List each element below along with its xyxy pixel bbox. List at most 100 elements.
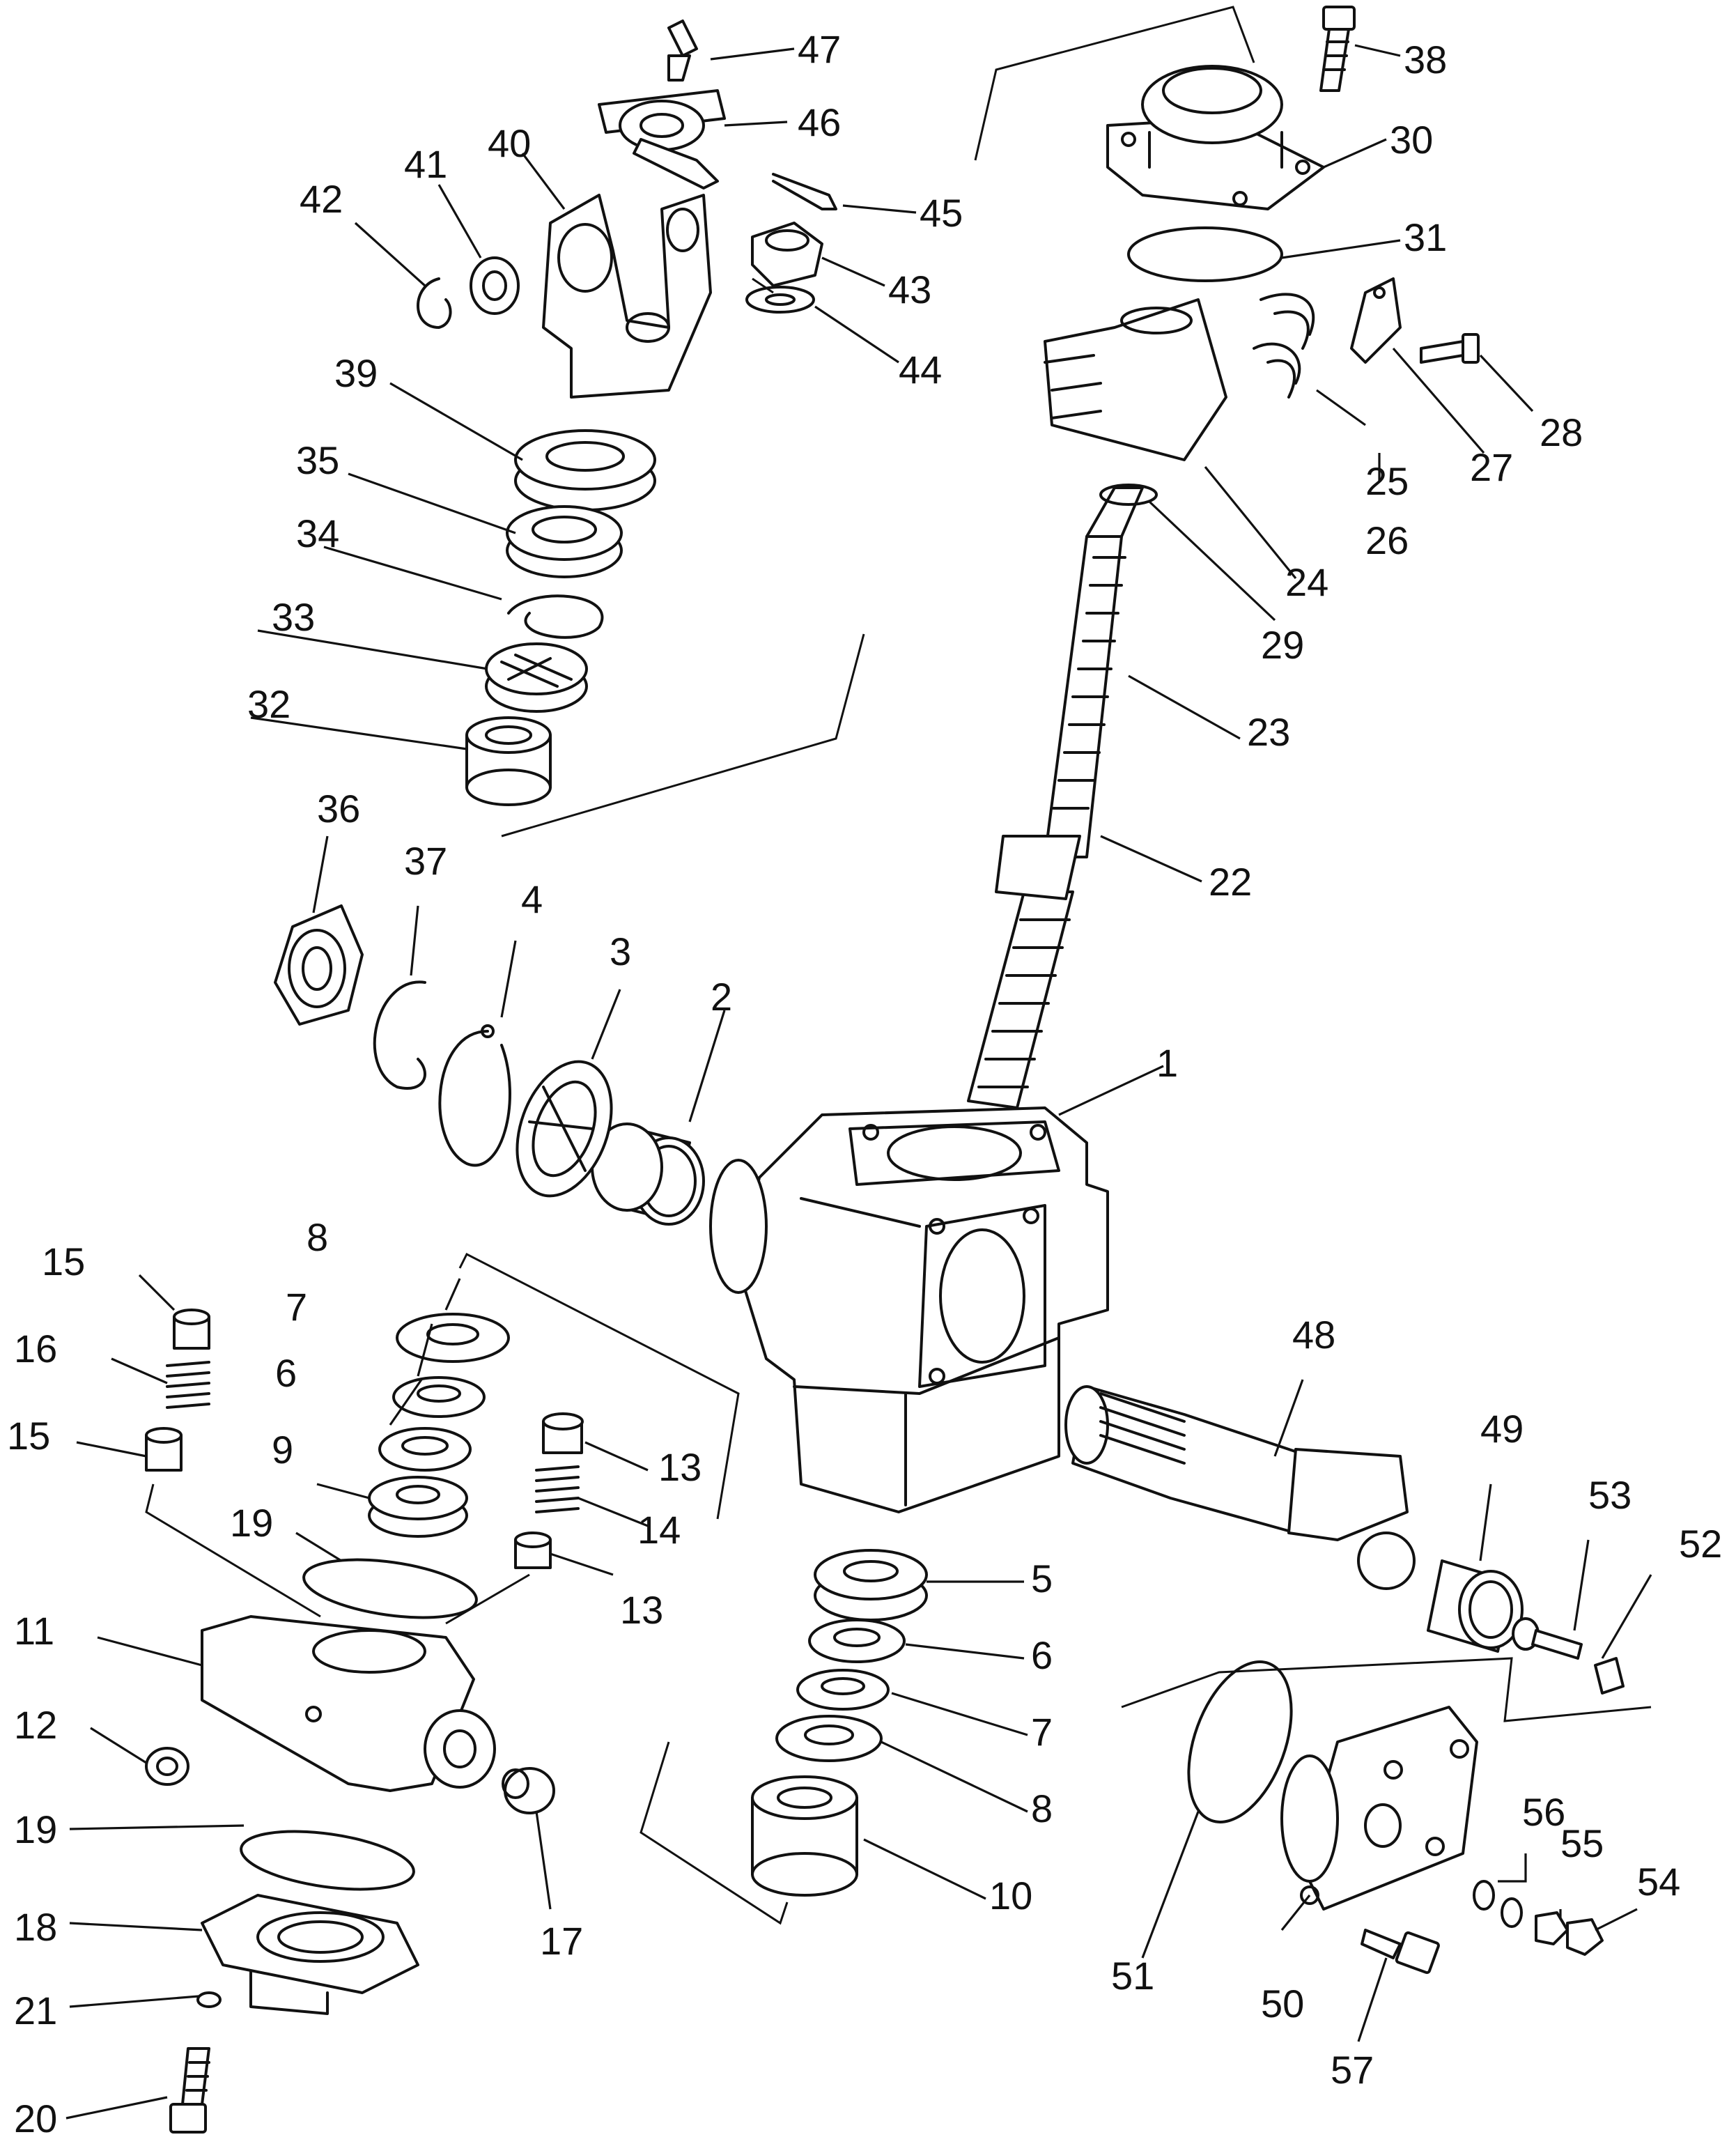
callout-8-lower: 8 — [1031, 1787, 1053, 1830]
callout-15-lower: 15 — [7, 1414, 50, 1458]
callout-7-upper: 7 — [286, 1285, 307, 1329]
callout-50: 50 — [1261, 1982, 1304, 2026]
part-50-cover — [1280, 1706, 1478, 1911]
part-7-washer-upper — [392, 1376, 486, 1418]
callout-21: 21 — [14, 1989, 57, 2032]
part-6-washer-upper — [378, 1427, 472, 1472]
callout-40: 40 — [488, 121, 531, 165]
callout-13-upper: 13 — [658, 1445, 702, 1489]
callout-35: 35 — [296, 438, 339, 482]
part-34-snap-ring — [507, 594, 604, 639]
part-12-plug — [145, 1747, 189, 1786]
callout-34: 34 — [296, 511, 339, 555]
part-15-plunger-lower — [145, 1427, 183, 1472]
callout-7-lower: 7 — [1031, 1710, 1053, 1754]
callout-52: 52 — [1679, 1522, 1722, 1566]
part-10-bushing — [751, 1775, 858, 1897]
callout-37: 37 — [404, 839, 447, 883]
group-bracket-middle — [458, 1252, 740, 1520]
part-48-sector-shaft — [1064, 1385, 1416, 1590]
part-56-washers — [1473, 1880, 1523, 1928]
part-37-circlip — [373, 980, 426, 1090]
part-33-bearing — [485, 642, 588, 713]
part-14-spring — [535, 1465, 580, 1513]
callout-32: 32 — [247, 682, 290, 726]
callout-54: 54 — [1637, 1860, 1680, 1904]
callout-44: 44 — [899, 348, 942, 392]
callout-10: 10 — [989, 1874, 1032, 1918]
part-42-snap-ring — [417, 277, 452, 329]
part-29-o-ring — [1099, 484, 1158, 506]
callout-12: 12 — [14, 1703, 57, 1747]
callout-11: 11 — [14, 1609, 54, 1653]
part-43-nut — [751, 222, 823, 287]
part-17-plug — [502, 1767, 555, 1814]
part-46-cross — [598, 89, 726, 190]
callout-14: 14 — [637, 1508, 681, 1552]
callout-1: 1 — [1156, 1041, 1178, 1085]
callout-28: 28 — [1540, 410, 1583, 454]
part-20-bolt — [169, 2047, 210, 2134]
group-bracket-top-right — [974, 6, 1255, 161]
callout-2: 2 — [711, 975, 732, 1019]
part-25-26-pipes — [1253, 293, 1315, 399]
callout-38: 38 — [1404, 38, 1447, 82]
callout-49: 49 — [1480, 1407, 1524, 1451]
callout-19-upper: 19 — [230, 1501, 273, 1545]
part-6-washer-lower — [808, 1619, 906, 1663]
callout-24: 24 — [1285, 560, 1328, 604]
callout-56: 56 — [1522, 1790, 1565, 1834]
callout-6-upper: 6 — [275, 1351, 297, 1395]
part-21-washer — [196, 1991, 222, 2008]
part-41-bushing — [470, 256, 520, 315]
callout-13-lower: 13 — [620, 1588, 663, 1632]
callout-19-lower: 19 — [14, 1807, 57, 1851]
callout-6-lower: 6 — [1031, 1633, 1053, 1677]
part-16-spring — [166, 1361, 210, 1409]
callout-17: 17 — [540, 1919, 583, 1963]
callout-57: 57 — [1331, 2048, 1374, 2092]
part-44-washer — [745, 286, 815, 314]
callout-51: 51 — [1111, 1954, 1154, 1998]
part-55-nut — [1535, 1911, 1569, 1945]
callout-41: 41 — [404, 142, 447, 186]
group-bracket-left-lower — [145, 1483, 530, 1625]
callout-43: 43 — [888, 268, 931, 311]
part-31-o-ring — [1127, 226, 1283, 282]
callout-22: 22 — [1209, 860, 1252, 904]
part-35-bearing — [506, 505, 623, 578]
callout-31: 31 — [1404, 215, 1447, 259]
part-47-grease-nipple — [667, 20, 698, 82]
part-45-pin — [772, 173, 837, 210]
part-30-cover — [1106, 65, 1325, 210]
part-24-block — [1044, 298, 1227, 461]
part-54-nut — [1566, 1918, 1604, 1956]
part-27-clamp — [1350, 277, 1402, 364]
callout-5: 5 — [1031, 1557, 1053, 1600]
callout-15-upper: 15 — [42, 1240, 85, 1283]
part-2-needle-bearing — [591, 1122, 705, 1226]
callout-18: 18 — [14, 1905, 57, 1949]
part-51-o-ring — [1187, 1660, 1293, 1823]
part-39-seal — [514, 429, 656, 511]
part-8-washer-upper — [396, 1313, 510, 1363]
part-8-washer-lower — [775, 1715, 883, 1762]
callout-20: 20 — [14, 2097, 57, 2137]
callout-16: 16 — [14, 1327, 57, 1371]
callout-45: 45 — [920, 191, 963, 235]
part-19-o-ring-upper — [302, 1558, 478, 1619]
callout-36: 36 — [317, 787, 360, 831]
callout-47: 47 — [798, 27, 841, 71]
part-57-bolt — [1361, 1929, 1440, 1975]
callout-39: 39 — [334, 351, 378, 395]
callout-27: 27 — [1470, 445, 1513, 489]
part-36-nut — [274, 904, 364, 1026]
part-18-cover — [201, 1894, 419, 2015]
part-4-snap-ring — [438, 1024, 511, 1167]
callout-23: 23 — [1247, 710, 1290, 754]
callout-25: 25 — [1365, 459, 1409, 503]
callout-9: 9 — [272, 1428, 293, 1472]
part-28-bolt — [1420, 333, 1480, 364]
part-15-plunger-upper — [173, 1309, 210, 1350]
part-19-o-ring-lower — [240, 1830, 415, 1891]
